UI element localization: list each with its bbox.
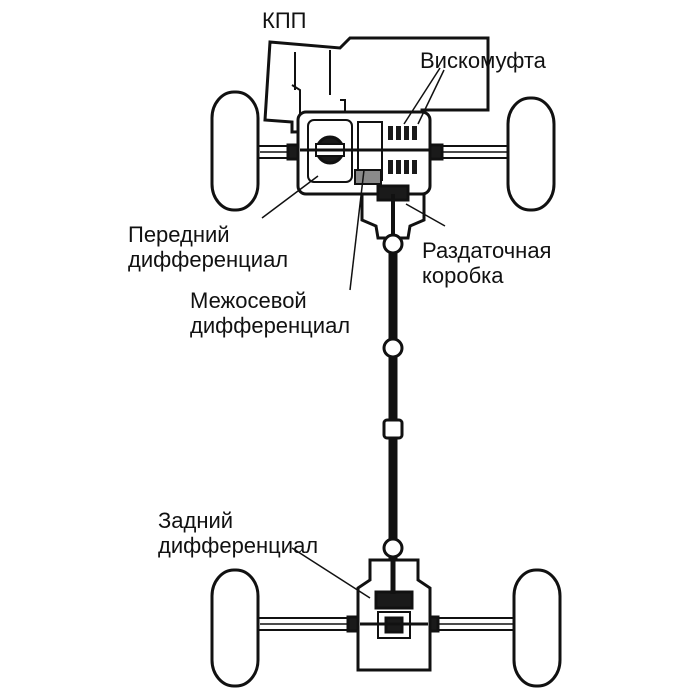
leader-rear-diff bbox=[291, 547, 371, 599]
front-axle bbox=[257, 143, 511, 161]
rear-left-wheel bbox=[210, 568, 260, 688]
label-kpp: КПП bbox=[262, 8, 307, 33]
rear-cv-joint bbox=[382, 537, 404, 559]
leader-front-diff bbox=[261, 175, 319, 219]
label-front-differential: Передний дифференциал bbox=[128, 222, 289, 272]
gearbox-housing bbox=[263, 36, 490, 134]
rear-right-wheel bbox=[512, 568, 562, 688]
leader-lines bbox=[261, 67, 446, 599]
front-cv-joint bbox=[382, 233, 404, 255]
leader-viscous bbox=[403, 67, 441, 125]
label-center-differential: Межосевой дифференциал bbox=[190, 288, 351, 338]
leader-transfer bbox=[405, 203, 446, 227]
center-bearing bbox=[382, 418, 404, 440]
leader-center-diff bbox=[349, 169, 365, 291]
propeller-shaft bbox=[382, 233, 404, 560]
front-right-wheel bbox=[506, 96, 556, 212]
viscous-coupling bbox=[388, 126, 417, 174]
leader-viscous-2 bbox=[417, 69, 445, 125]
label-rear-differential: Задний дифференциал bbox=[158, 508, 319, 558]
label-transfer-case: Раздаточная коробка bbox=[422, 238, 552, 288]
front-left-wheel bbox=[210, 90, 260, 212]
transfer-case bbox=[360, 184, 426, 240]
middle-cv-joint bbox=[382, 337, 404, 359]
label-viscous-coupling: Вискомуфта bbox=[420, 48, 546, 73]
rear-diff-housing bbox=[356, 558, 432, 672]
front-diff-block bbox=[296, 110, 432, 196]
